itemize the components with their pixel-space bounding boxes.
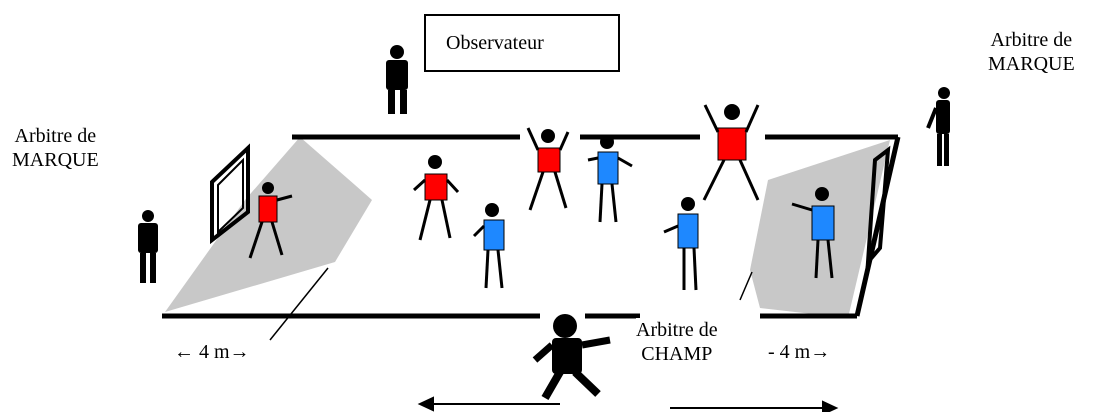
right-goal xyxy=(865,145,891,268)
referee-left xyxy=(138,210,158,283)
court-lines xyxy=(162,134,901,319)
zone-left-label: ← 4 m→ xyxy=(174,341,250,363)
score-referee-right-line2: MARQUE xyxy=(988,53,1075,75)
player-blue-3 xyxy=(663,197,699,291)
observer-label: Observateur xyxy=(446,32,544,54)
player-red-2 xyxy=(526,127,570,211)
observer-box: Observateur xyxy=(424,14,620,72)
referee-field xyxy=(532,314,611,400)
score-referee-right-label: Arbitre de MARQUE xyxy=(988,28,1075,76)
field-referee-line1: Arbitre de xyxy=(636,319,718,341)
score-referee-right-line1: Arbitre de xyxy=(990,29,1073,51)
field-referee-label: Arbitre de CHAMP xyxy=(636,318,718,366)
score-referee-left-line1: Arbitre de xyxy=(14,125,97,147)
left-goal xyxy=(210,143,250,245)
player-red-jumping xyxy=(702,104,760,201)
player-blue-2 xyxy=(472,203,505,289)
player-blue-goalkeeper xyxy=(791,187,835,279)
left-goal-zone xyxy=(165,137,372,312)
field-referee-arrows xyxy=(417,396,839,416)
referee-top xyxy=(386,45,408,114)
player-blue-1 xyxy=(587,135,633,223)
left-zone-pointer xyxy=(269,267,329,341)
score-referee-left-label: Arbitre de MARQUE xyxy=(12,124,99,172)
player-red-1 xyxy=(412,155,460,241)
zone-right-label: - 4 m→ xyxy=(768,341,831,363)
field-referee-line2: CHAMP xyxy=(641,343,713,365)
player-red-goalkeeper xyxy=(248,182,293,259)
score-referee-left-line2: MARQUE xyxy=(12,149,99,171)
referee-right xyxy=(926,87,950,166)
right-zone-pointer xyxy=(739,271,753,301)
